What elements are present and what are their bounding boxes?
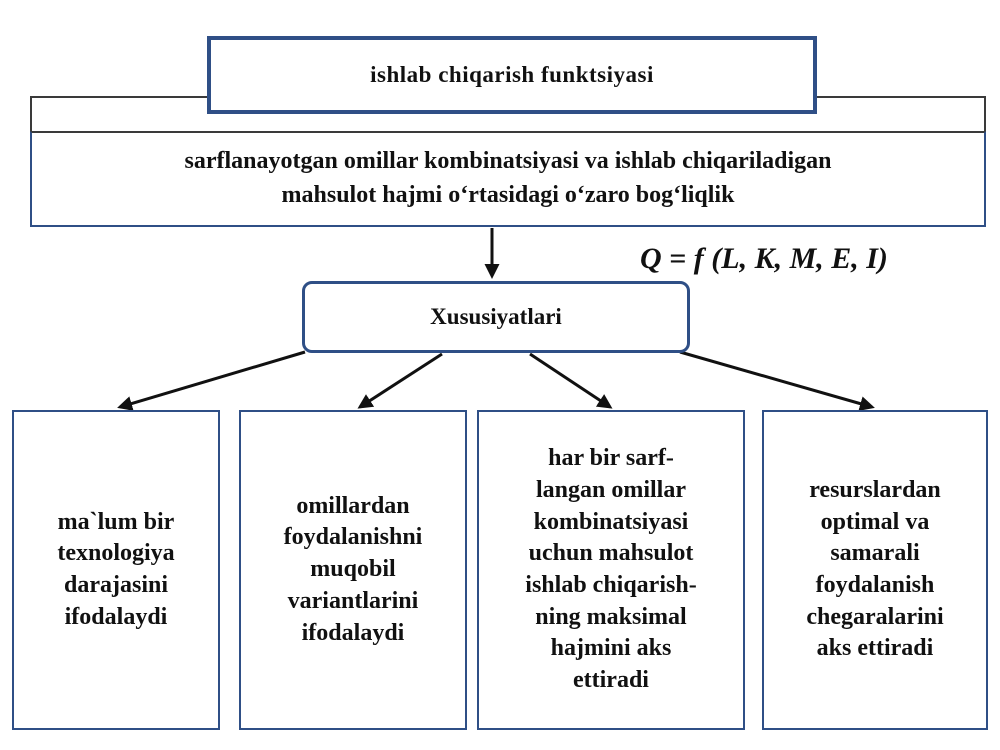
- arrow-features-to-prop-2: [357, 352, 443, 409]
- property-line: variantlarini: [287, 587, 419, 614]
- property-line: langan omillar: [535, 476, 686, 503]
- property-box-3: har bir sarf- langan omillar kombinatsiy…: [477, 410, 745, 730]
- property-box-1: ma`lum bir texnologiya darajasini ifodal…: [12, 410, 220, 730]
- definition-line: mahsulot hajmi o‘rtasidagi o‘zaro bog‘li…: [281, 182, 735, 208]
- property-line: foydalanishni: [283, 524, 423, 551]
- property-line: foydalanish: [815, 572, 935, 598]
- property-line: ettiradi: [573, 667, 649, 694]
- property-line: darajasini: [63, 572, 168, 598]
- property-line: hajmini aks: [550, 635, 672, 662]
- property-line: uchun mahsulot: [528, 540, 694, 567]
- property-text: omillardan foydalanishni muqobil variant…: [284, 491, 423, 649]
- property-line: texnologiya: [57, 540, 175, 567]
- property-box-2: omillardan foydalanishni muqobil variant…: [239, 410, 467, 730]
- property-line: aks ettiradi: [816, 635, 934, 662]
- property-line: samarali: [830, 540, 920, 567]
- property-line: omillardan: [296, 492, 410, 519]
- features-box: Xususiyatlari: [302, 281, 690, 353]
- title-text: ishlab chiqarish funktsiyasi: [370, 62, 654, 87]
- arrow-features-to-prop-3: [529, 352, 613, 409]
- property-line: ifodalaydi: [301, 619, 405, 646]
- property-line: optimal va: [820, 508, 930, 535]
- property-text: har bir sarf- langan omillar kombinatsiy…: [525, 443, 696, 696]
- arrow-features-to-prop-4: [679, 350, 875, 411]
- property-line: ma`lum bir: [57, 508, 175, 535]
- features-label: Xususiyatlari: [430, 304, 562, 329]
- property-line: resurslardan: [809, 476, 941, 503]
- arrow-features-to-prop-1: [117, 350, 306, 411]
- property-text: ma`lum bir texnologiya darajasini ifodal…: [57, 507, 174, 634]
- property-line: har bir sarf-: [548, 445, 674, 472]
- property-box-4: resurslardan optimal va samarali foydala…: [762, 410, 988, 730]
- definition-line: sarflanayotgan omillar kombinatsiyasi va…: [184, 148, 832, 175]
- property-line: ishlab chiqarish-: [525, 572, 697, 598]
- definition-box: sarflanayotgan omillar kombinatsiyasi va…: [30, 131, 986, 227]
- property-line: chegaralarini: [806, 603, 944, 630]
- property-line: ning maksimal: [535, 603, 687, 630]
- property-text: resurslardan optimal va samarali foydala…: [806, 475, 943, 665]
- production-function-formula: Q = f (L, K, M, E, I): [640, 242, 888, 275]
- definition-text: sarflanayotgan omillar kombinatsiyasi va…: [184, 145, 831, 212]
- title-box: ishlab chiqarish funktsiyasi: [207, 36, 817, 114]
- property-line: muqobil: [310, 556, 396, 583]
- property-line: kombinatsiyasi: [533, 508, 689, 535]
- property-line: ifodalaydi: [64, 603, 168, 630]
